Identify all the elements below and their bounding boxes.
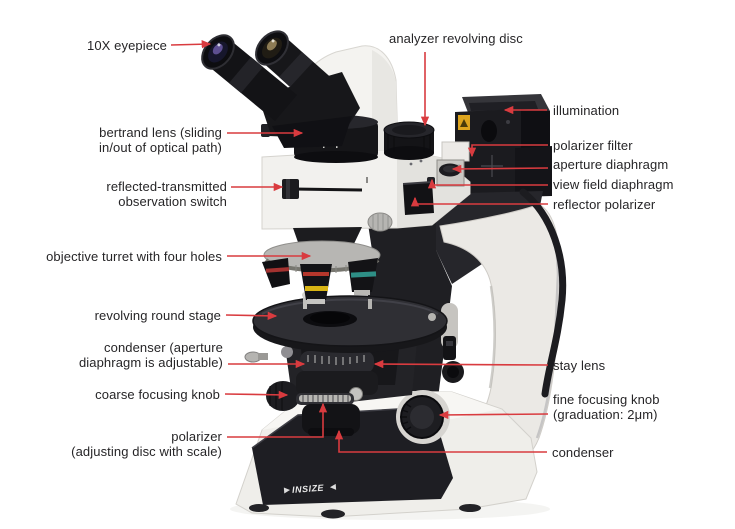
leader-condenser-right xyxy=(334,429,547,453)
power-switch xyxy=(443,336,456,360)
head-lock-screw xyxy=(367,212,393,232)
leader-fine-knob xyxy=(438,410,549,420)
label-condenser-aperture: condenser (aperture diaphragm is adjusta… xyxy=(78,340,223,370)
leader-coarse-knob xyxy=(224,390,289,400)
label-bertrand-lens: bertrand lens (sliding in/out of optical… xyxy=(99,125,222,155)
label-coarse-focusing-knob: coarse focusing knob xyxy=(95,387,220,402)
eyepiece-right xyxy=(255,30,289,66)
label-revolving-stage: revolving round stage xyxy=(94,308,221,323)
label-polarizer-filter: polarizer filter xyxy=(553,138,633,153)
label-aperture-diaphragm: aperture diaphragm xyxy=(553,157,669,172)
label-stay-lens: stay lens xyxy=(553,358,606,373)
label-reflector-polarizer: reflector polarizer xyxy=(553,197,656,212)
base: INSIZE xyxy=(230,390,550,520)
observation-switch-knob xyxy=(282,179,299,199)
analyzer-revolving-disc xyxy=(383,121,435,160)
coarse-focusing-knob xyxy=(266,381,300,411)
brand-logo: INSIZE xyxy=(292,483,325,495)
label-view-field-diaphragm: view field diaphragm xyxy=(553,177,674,192)
leader-eyepiece xyxy=(170,40,212,49)
label-polarizer: polarizer (adjusting disc with scale) xyxy=(71,429,222,459)
leader-reflector xyxy=(410,196,548,207)
condenser-barrel xyxy=(302,404,360,434)
label-condenser: condenser xyxy=(552,445,614,460)
objective-turret xyxy=(262,227,381,304)
condenser-aperture-dial xyxy=(300,351,374,373)
logo-arrow-left-icon xyxy=(283,487,291,494)
label-illumination: illumination xyxy=(553,103,620,118)
observation-switch-slot xyxy=(292,187,363,192)
objective-left xyxy=(262,258,290,288)
polarizer-filter-slider xyxy=(441,141,470,162)
reflector-polarizer-block xyxy=(403,182,434,215)
leader-polarizer-filter xyxy=(467,144,548,158)
label-analyzer-disc: analyzer revolving disc xyxy=(389,31,523,46)
revolving-stage xyxy=(252,292,448,353)
leader-polarizer xyxy=(227,402,328,438)
eyepieces xyxy=(201,30,360,148)
leader-stay-lens xyxy=(373,359,549,369)
label-objective-turret: objective turret with four holes xyxy=(46,249,222,264)
leader-stage xyxy=(225,311,278,320)
power-cord xyxy=(519,188,567,398)
logo-arrow-right-icon xyxy=(329,483,337,490)
label-10x-eyepiece: 10X eyepiece xyxy=(87,38,167,53)
leader-lines xyxy=(170,40,549,453)
leader-aperture xyxy=(451,164,549,174)
fine-focusing-knob xyxy=(396,390,450,444)
centering-cross-icon xyxy=(481,155,503,177)
lamp-house-illumination xyxy=(455,94,552,199)
label-observation-switch: reflected-transmitted observation switch xyxy=(106,179,227,209)
label-fine-focusing-knob: fine focusing knob (graduation: 2μm) xyxy=(553,392,660,422)
leader-view-field xyxy=(427,178,548,189)
